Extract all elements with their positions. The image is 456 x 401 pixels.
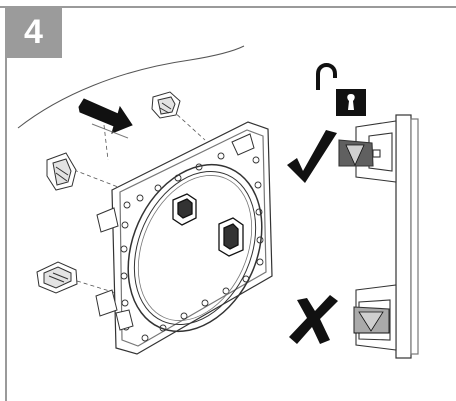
frame-clips (95, 133, 255, 331)
latch-correct (338, 120, 397, 183)
cross-icon (289, 295, 338, 344)
wall-profile (395, 114, 419, 359)
left-border (5, 6, 7, 401)
checkmark-icon (287, 130, 337, 183)
top-border (0, 6, 456, 8)
latch-incorrect (353, 284, 397, 351)
clip-left (46, 152, 77, 191)
clip-bottom (36, 261, 78, 294)
connector-upper (172, 193, 197, 226)
step-number: 4 (5, 6, 62, 58)
connector-lower (218, 217, 244, 257)
wall-outline (17, 45, 245, 129)
arrow-icon (78, 98, 133, 139)
unlocked-padlock-icon (316, 63, 366, 116)
clip-top (151, 91, 181, 119)
mounting-ring (127, 163, 263, 333)
